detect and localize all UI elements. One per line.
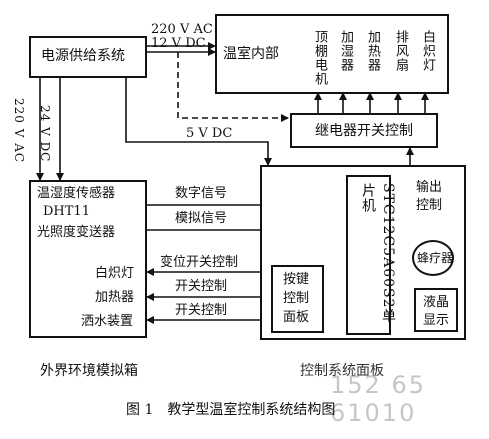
- device-incandescent-lamp: 白炽灯: [420, 30, 435, 72]
- control-panel-caption: 控制系统面板: [300, 363, 384, 379]
- device-heater: 加热器: [365, 30, 380, 72]
- greenhouse-interior-box: 温室内部 顶棚电机 加湿器 加热器 排风扇 白炽灯: [215, 14, 449, 94]
- output-control-label-2: 控制: [416, 198, 443, 213]
- sensor-model-label: DHT11: [43, 204, 90, 219]
- variable-switch-label: 变位开关控制: [160, 255, 239, 270]
- environment-simulation-caption: 外界环境模拟箱: [40, 363, 138, 379]
- relay-switch-control-label: 继电器开关控制: [315, 123, 413, 139]
- sim-ac-label: 220 V AC: [12, 98, 26, 164]
- power-supply-label: 电源供给系统: [41, 48, 125, 64]
- buzzer-circle: 蜂疗器: [412, 240, 454, 276]
- greenhouse-dc-label: 12 V DC: [151, 36, 206, 51]
- mcu-box: STC12C5A60S2单片机: [346, 175, 396, 335]
- analog-signal-label: 模拟信号: [175, 211, 228, 226]
- temp-humidity-sensor-label: 温湿度传感器: [37, 186, 116, 201]
- actuator-sprinkler-label: 洒水装置: [81, 314, 134, 329]
- power-supply-box: 电源供给系统: [29, 36, 147, 78]
- actuator-heater-label: 加热器: [95, 290, 135, 305]
- actuator-lamp-label: 白炽灯: [95, 266, 135, 281]
- keypad-line-2: 控制: [283, 291, 310, 306]
- greenhouse-interior-label: 温室内部: [223, 46, 279, 62]
- output-control-label-1: 输出: [416, 180, 443, 195]
- mcu-label: STC12C5A60S2单片机: [360, 183, 396, 324]
- environment-simulation-box: 温湿度传感器 DHT11 光照度变送器 白炽灯 加热器 洒水装置: [29, 180, 147, 338]
- power-5v-label: 5 V DC: [186, 126, 233, 141]
- figure-caption: 图 1 教学型温室控制系统结构图: [126, 402, 336, 418]
- watermark: 152 65 61010: [330, 371, 426, 427]
- keypad-line-1: 按键: [283, 272, 310, 287]
- lcd-line-2: 显示: [423, 313, 450, 328]
- digital-signal-label: 数字信号: [175, 186, 228, 201]
- sim-dc-label: 24 V DC: [38, 105, 52, 163]
- relay-switch-control-box: 继电器开关控制: [290, 113, 438, 148]
- device-roof-motor: 顶棚电机: [312, 30, 327, 86]
- light-transmitter-label: 光照度变送器: [37, 225, 116, 240]
- lcd-line-1: 液晶: [423, 295, 450, 310]
- greenhouse-ac-label: 220 V AC: [151, 22, 213, 37]
- lcd-display-box: 液晶 显示: [414, 288, 458, 332]
- keypad-control-panel-box: 按键 控制 面板: [271, 265, 324, 333]
- device-exhaust-fan: 排风扇: [393, 30, 408, 72]
- keypad-line-3: 面板: [283, 310, 310, 325]
- device-humidifier: 加湿器: [338, 30, 353, 72]
- buzzer-label: 蜂疗器: [417, 251, 454, 265]
- switch-control-label-2: 开关控制: [175, 303, 228, 318]
- switch-control-label-1: 开关控制: [175, 279, 228, 294]
